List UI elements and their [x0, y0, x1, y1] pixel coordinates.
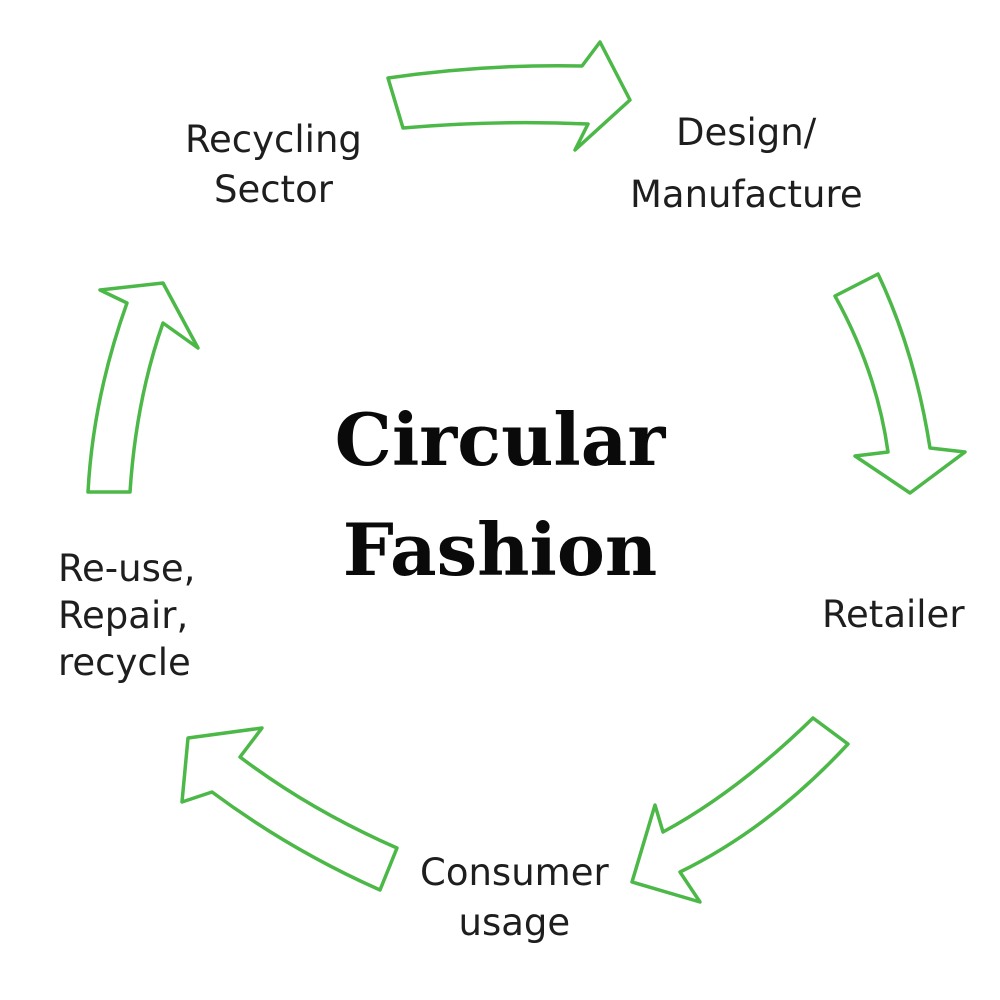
title-line-fashion: Fashion	[342, 507, 658, 592]
title-line-circular: Circular	[334, 397, 666, 482]
arrow-reuse-to-recycling	[86, 281, 200, 494]
node-recycling-sector: Recycling Sector	[185, 118, 362, 211]
diagram-title: Circular Fashion	[250, 385, 750, 605]
node-design-manufacture: Design/ Manufacture	[630, 111, 863, 216]
arrow-design-to-retailer	[833, 272, 967, 495]
node-retailer: Retailer	[822, 593, 965, 636]
node-consumer-usage: Consumer usage	[420, 851, 609, 944]
node-reuse-repair-recycle: Re-use, Repair, recycle	[58, 547, 196, 684]
arrow-consumer-to-reuse	[180, 726, 399, 892]
arrow-recycling-to-design	[386, 40, 632, 152]
arrow-retailer-to-consumer	[630, 716, 850, 904]
